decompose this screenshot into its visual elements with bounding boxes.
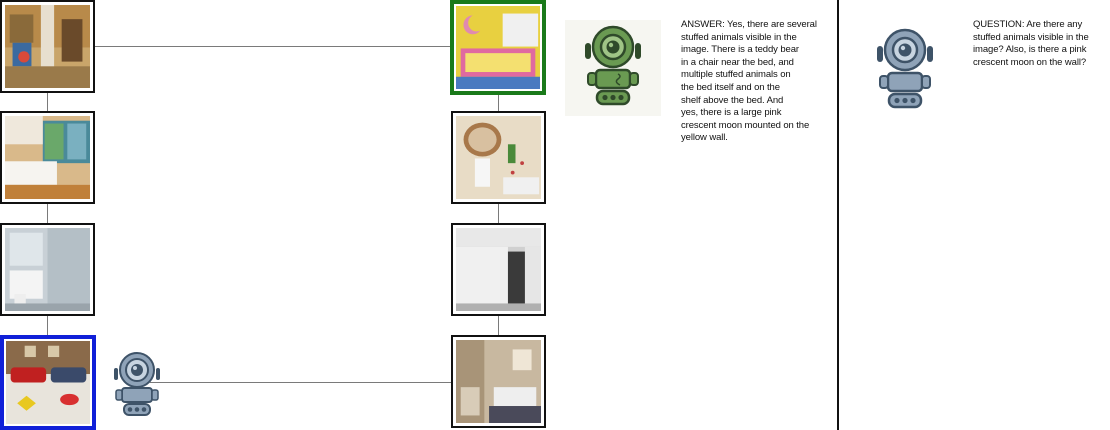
question-text: QUESTION: Are there any stuffed animals … (973, 19, 1108, 69)
yellow-kids-bedroom-photo (456, 6, 540, 89)
locker-room-photo (456, 228, 541, 311)
green-robot-icon (582, 25, 644, 107)
connector-right-vertical (498, 93, 499, 338)
question-line: stuffed animals visible in the (973, 31, 1089, 43)
answer-text: ANSWER: Yes, there are several stuffed a… (681, 19, 831, 145)
question-line: crescent moon on the wall? (973, 56, 1087, 68)
answer-line: shelf above the bed. And (681, 94, 784, 106)
question-line: image? Also, is there a pink (973, 44, 1087, 56)
image-node-right-1[interactable] (450, 0, 546, 95)
panel-divider (837, 0, 839, 430)
blue-robot-icon (872, 28, 938, 110)
answer-line: the bed itself and on the (681, 81, 780, 93)
garage-cars-photo (6, 341, 90, 424)
answer-line: ANSWER: Yes, there are several (681, 19, 817, 30)
question-line: QUESTION: Are there any (973, 19, 1083, 30)
mirror-bathroom-photo (456, 116, 541, 199)
answer-line: stuffed animals visible in the (681, 31, 797, 43)
connector-left-vertical (47, 93, 48, 338)
blue-robot-icon (108, 350, 166, 418)
connector-top-horizontal (93, 46, 453, 47)
image-node-right-3[interactable] (451, 223, 546, 316)
image-node-right-4[interactable] (451, 335, 546, 428)
connector-bottom-horizontal (150, 382, 453, 383)
answer-line: yes, there is a large pink (681, 107, 782, 119)
canopy-bedroom-photo (5, 116, 90, 199)
image-node-right-2[interactable] (451, 111, 546, 204)
image-node-left-2[interactable] (0, 111, 95, 204)
image-node-left-4[interactable] (0, 335, 96, 430)
white-bathroom-photo (5, 228, 90, 311)
answer-line: image. There is a teddy bear (681, 44, 799, 56)
answer-line: crescent moon mounted on the (681, 119, 810, 131)
answer-line: in a chair near the bed, and (681, 56, 794, 68)
answer-line: multiple stuffed animals on (681, 69, 791, 81)
image-node-left-3[interactable] (0, 223, 95, 316)
answer-line: yellow wall. (681, 132, 728, 144)
image-node-left-1[interactable] (0, 0, 95, 93)
tiled-bathroom-photo (456, 340, 541, 423)
kids-playroom-photo (5, 5, 90, 88)
